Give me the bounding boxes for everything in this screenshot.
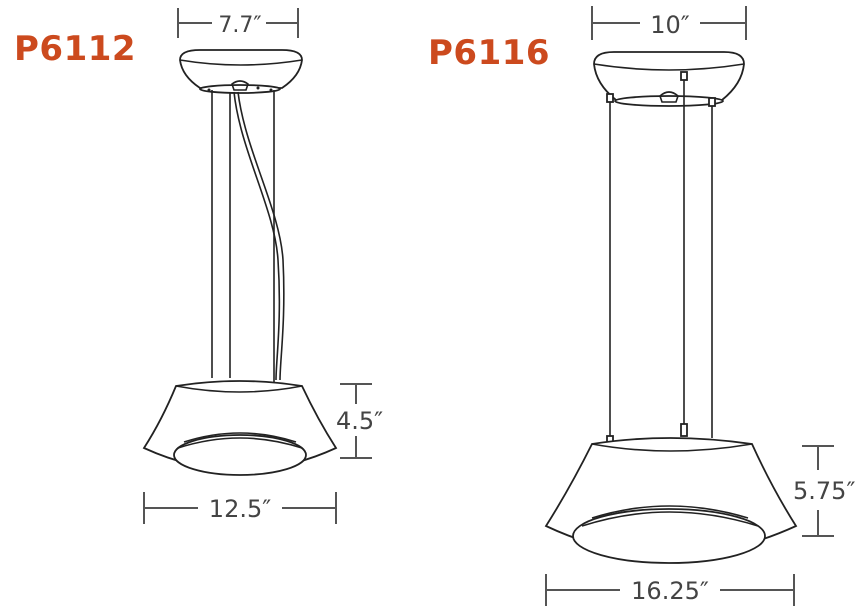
dimension-canopy-width-p6112: 7.7″ [177,8,299,38]
suspension-cables-p6116 [606,80,713,443]
canopy-p6116 [593,51,745,107]
dimension-label-canopy-width-p6116: 10″ [650,11,690,39]
suspension-cables-p6112 [211,90,285,382]
dimension-label-shade-width-p6112: 12.5″ [209,495,271,523]
dimension-shade-height-p6112: 4.5″ [336,383,383,459]
model-title-p6112: P6112 [14,29,137,69]
dimension-label-canopy-width-p6112: 7.7″ [218,13,261,38]
pendant-p6112: 7.7″ [142,8,383,524]
shade-p6116 [544,437,798,564]
dimension-label-shade-height-p6116: 5.75″ [793,477,855,505]
pendant-p6116: 10″ [544,6,855,606]
dimension-shade-width-p6112: 12.5″ [143,492,337,524]
canopy-p6112 [179,49,303,94]
dimension-label-shade-width-p6116: 16.25″ [631,577,709,605]
dimension-canopy-width-p6116: 10″ [591,6,747,40]
dimension-label-shade-height-p6112: 4.5″ [336,407,383,435]
dimension-shade-width-p6116: 16.25″ [545,574,795,606]
model-title-p6116: P6116 [428,33,551,73]
shade-p6112 [142,380,338,476]
dimension-shade-height-p6116: 5.75″ [793,445,855,537]
